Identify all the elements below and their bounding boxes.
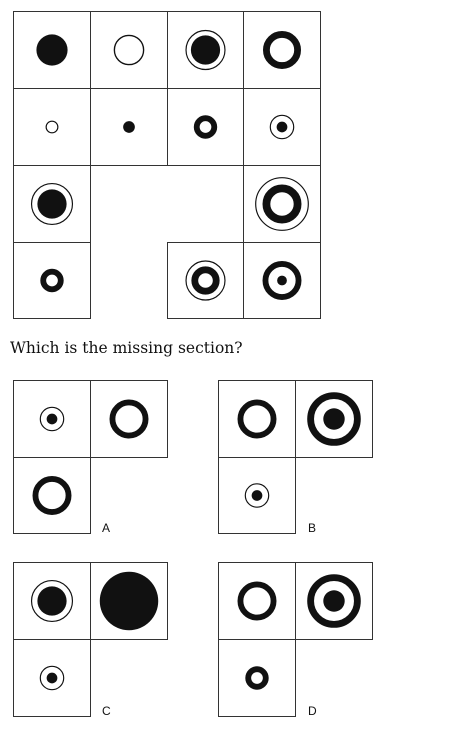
option-b-cell-top-right xyxy=(295,380,373,458)
small-dot-in-ring-icon xyxy=(244,483,270,508)
grid-cell-r4c4 xyxy=(243,242,321,319)
thick-ring-icon xyxy=(237,399,277,439)
grid-cell-r2c4 xyxy=(243,88,321,166)
option-a-cell-top-right xyxy=(90,380,168,458)
small-hollow-circle-icon xyxy=(45,120,59,134)
grid-cell-r4c1 xyxy=(13,242,91,319)
grid-cell-r2c1 xyxy=(13,88,91,166)
small-dot-in-ring-icon xyxy=(269,114,295,140)
option-c-label: C xyxy=(102,704,111,718)
dot-in-ring-icon xyxy=(30,182,74,226)
small-dot-in-ring-icon xyxy=(39,665,65,691)
dot-in-ring-icon xyxy=(30,579,74,623)
grid-cell-r4c3 xyxy=(167,242,244,319)
option-b-cell-bottom-left xyxy=(218,457,296,534)
hollow-circle-icon xyxy=(113,34,145,66)
thick-ring-with-large-dot-icon xyxy=(307,392,361,446)
thick-ring-icon xyxy=(32,476,72,515)
option-c-cell-top-left xyxy=(13,562,91,640)
option-c-cell-bottom-left xyxy=(13,639,91,717)
option-d-cell-top-left xyxy=(218,562,296,640)
thick-ring-in-ring-icon xyxy=(185,260,226,301)
thick-ring-icon xyxy=(263,31,301,69)
filled-large-dot-icon xyxy=(36,34,68,66)
thick-ring-with-large-dot-icon xyxy=(307,574,361,628)
option-a-cell-top-left xyxy=(13,380,91,458)
grid-cell-r1c3 xyxy=(167,11,244,89)
grid-cell-r3c4 xyxy=(243,165,321,243)
option-a-label: A xyxy=(102,521,111,535)
grid-missing-section xyxy=(91,166,243,242)
option-a-cell-bottom-left xyxy=(13,457,91,534)
option-c-cell-top-right xyxy=(90,562,168,640)
option-d-cell-top-right xyxy=(295,562,373,640)
small-thick-ring-icon xyxy=(40,268,64,293)
option-b-cell-top-left xyxy=(218,380,296,458)
grid-cell-r2c2 xyxy=(90,88,168,166)
option-d-cell-bottom-left xyxy=(218,639,296,717)
dot-in-ring-icon xyxy=(185,29,226,71)
very-large-filled-dot-icon xyxy=(99,571,159,631)
thick-ring-in-ring-icon xyxy=(255,177,309,231)
grid-cell-r1c1 xyxy=(13,11,91,89)
grid-cell-r3c1 xyxy=(13,165,91,243)
thick-ring-icon xyxy=(237,581,277,621)
grid-cell-r2c3 xyxy=(167,88,244,166)
small-dot-in-ring-icon xyxy=(39,406,65,432)
small-thick-ring-icon xyxy=(245,666,269,690)
option-d-label: D xyxy=(308,704,317,718)
thick-ring-with-dot-icon xyxy=(262,261,302,300)
small-filled-dot-icon xyxy=(123,121,135,133)
small-thick-ring-icon xyxy=(193,115,218,139)
grid-cell-r1c2 xyxy=(90,11,168,89)
option-b-label: B xyxy=(308,521,317,535)
thick-ring-icon xyxy=(109,399,149,439)
question-text: Which is the missing section? xyxy=(10,339,243,357)
grid-cell-r1c4 xyxy=(243,11,321,89)
